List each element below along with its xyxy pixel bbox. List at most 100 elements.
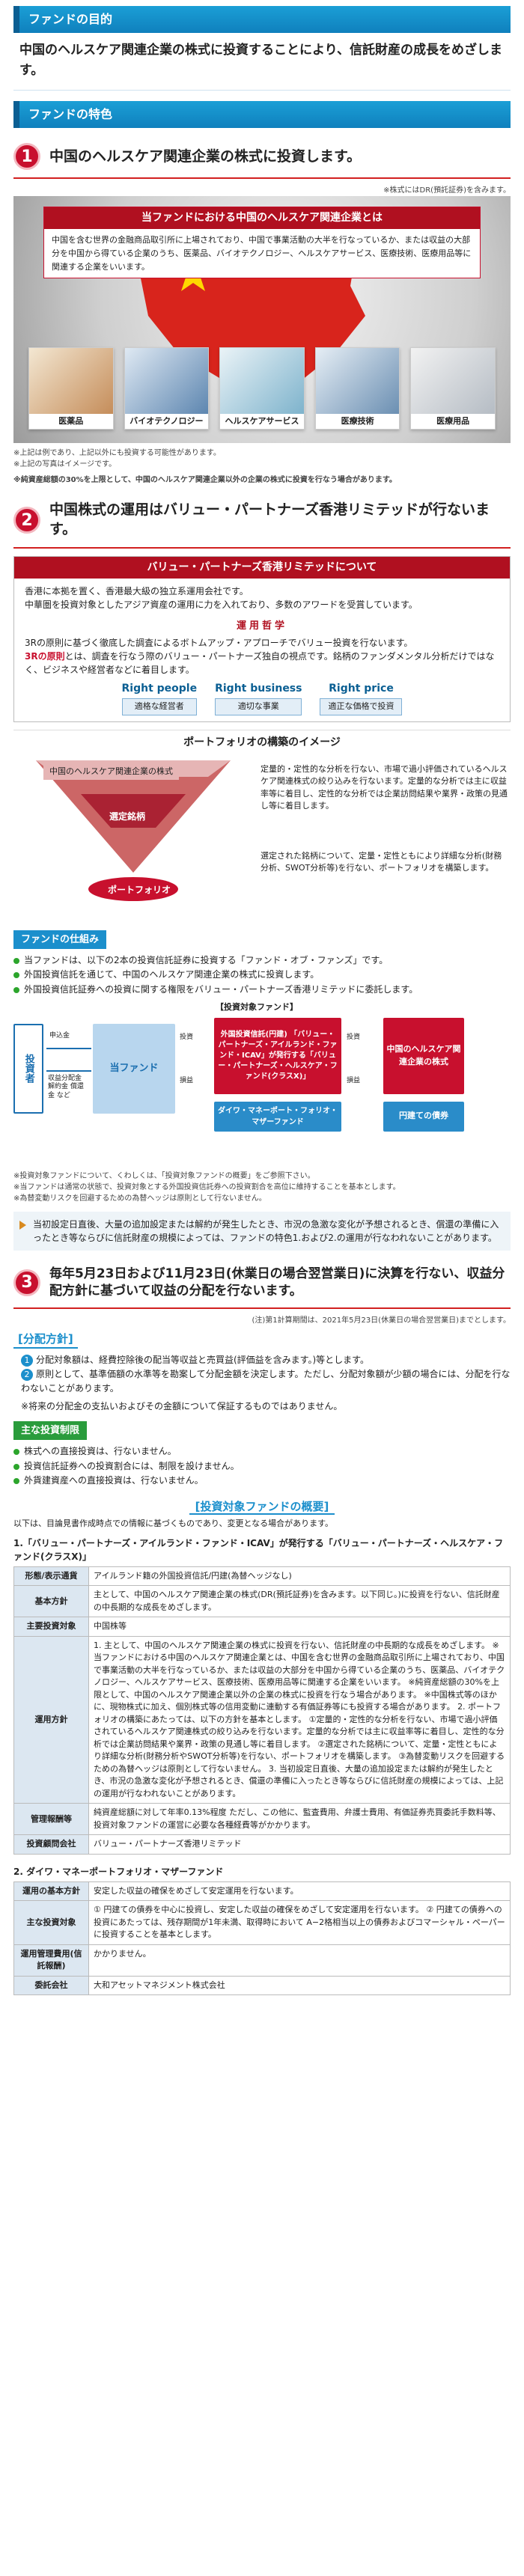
philosophy-text: 3Rの原則に基づく徹底した調査によるボトムアップ・アプローチでバリュー投資を行な…	[25, 638, 413, 649]
row-key: 運用管理費用(信託報酬)	[13, 1944, 89, 1977]
row-value: ① 円建ての債券を中心に投資し、安定した収益の確保をめざして安定運用を行ないます…	[88, 1900, 511, 1945]
purpose-heading: ファンドの目的	[13, 6, 511, 33]
purpose-text: 中国のヘルスケア関連企業の株式に投資することにより、信託財産の成長をめざします。	[13, 33, 511, 91]
funnel-triangle	[36, 760, 231, 901]
overview-intro: 以下は、目論見書作成時点での情報に基づくものであり、変更となる場合があります。	[13, 1519, 334, 1529]
gain-label: 損益	[347, 1076, 361, 1084]
funnel-mid-label: 選定銘柄	[109, 811, 146, 822]
point1-title: 中国のヘルスケア関連企業の株式に投資します。	[49, 147, 362, 165]
funnel-bottom-label: ポートフォリオ	[108, 884, 171, 895]
philosophy-label: 運用哲学	[236, 620, 287, 632]
mech-note: ※投資対象ファンドについて、くわしくは、「投資対象ファンドの概要」をご参照下さい…	[13, 1171, 315, 1180]
point3-header: 3 毎年5月23日および11月23日(休業日の場合翌営業日)に決算を行ない、収益…	[13, 1261, 511, 1309]
healthcare-definition-title: 当ファンドにおける中国のヘルスケア関連企業とは	[44, 207, 480, 230]
row-value: 中国株等	[88, 1617, 511, 1637]
row-key: 管理報酬等	[13, 1803, 89, 1836]
row-key: 主要投資対象	[13, 1617, 89, 1637]
row-key: 投資顧問会社	[13, 1834, 89, 1855]
limits-heading: 主な投資制限	[13, 1420, 88, 1441]
row-value: かかりません。	[88, 1944, 511, 1977]
row-value: 純資産総額に対して年率0.13%程度 ただし、この他に、監査費用、弁護士費用、有…	[88, 1803, 511, 1836]
portfolio-title: ポートフォリオの構築のイメージ	[183, 736, 341, 748]
point3-number: 3	[13, 1269, 40, 1296]
healthcare-definition-box: 当ファンドにおける中国のヘルスケア関連企業とは 中国を含む世界の金融商品取引所に…	[43, 207, 481, 279]
row-value: 1. 主として、中国のヘルスケア関連企業の株式に投資を行ない、信託財産の中長期的…	[88, 1635, 511, 1804]
healthcare-definition-text: 中国を含む世界の金融商品取引所に上場されており、中国で事業活動の大半を行なってい…	[52, 235, 472, 272]
vp-bullet: 香港に本拠を置く、香港最大級の独立系運用会社です。	[25, 585, 249, 596]
fund-a-box: 外国投資信託(円建) 「バリュー・パートナーズ・アイルランド・ファンド・ICAV…	[214, 1017, 341, 1094]
row-value: 大和アセットマネジメント株式会社	[88, 1975, 511, 1996]
point1-number: 1	[13, 143, 40, 171]
table-row: 委託会社大和アセットマネジメント株式会社	[13, 1975, 511, 1996]
mechanism-list: 当ファンドは、以下の2本の投資信託証券に投資する「ファンド・オブ・ファンズ」です…	[13, 953, 511, 997]
invest-label: 投資	[180, 1033, 194, 1041]
mechanism-heading: ファンドの仕組み	[13, 930, 107, 950]
table-row: 基本方針主として、中国のヘルスケア関連企業の株式(DR(預託証券)を含みます。以…	[13, 1585, 511, 1618]
portfolio-note-bottom: 選定された銘柄について、定量・定性ともにより詳細な分析(財務分析、SWOT分析等…	[261, 850, 502, 873]
row-key: 基本方針	[13, 1585, 89, 1618]
invest-label: 投資	[347, 1033, 361, 1041]
row-key: 形態/表示通貨	[13, 1566, 89, 1587]
value-partners-box: バリュー・パートナーズ香港リミテッドについて 香港に本拠を置く、香港最大級の独立…	[13, 555, 511, 722]
policy-heading: [分配方針]	[13, 1331, 78, 1349]
caution-box: 当初設定日直後、大量の追加設定または解約が発生したとき、市況の急激な変化が予想さ…	[13, 1211, 511, 1251]
row-value: 安定した収益の確保をめざして安定運用を行ないます。	[88, 1881, 511, 1902]
row-value: バリュー・パートナーズ香港リミテッド	[88, 1834, 511, 1855]
row-value: アイルランド籍の外国投資信託/円建(為替ヘッジなし)	[88, 1566, 511, 1587]
fund1-table: 形態/表示通貨アイルランド籍の外国投資信託/円建(為替ヘッジなし)基本方針主とし…	[13, 1566, 511, 1855]
portfolio-construction: ポートフォリオの構築のイメージ 中国のヘルスケア関連企業の株式 選定銘柄 ポート…	[13, 729, 511, 924]
gain-label: 損益	[180, 1076, 194, 1084]
table-row: 主要投資対象中国株等	[13, 1617, 511, 1637]
point3-note: (注)第1計算期間は、2021年5月23日(休業日の場合翌営業日)までとします。	[252, 1316, 511, 1325]
row-key: 委託会社	[13, 1975, 89, 1996]
sector-card: 医薬品	[28, 347, 114, 430]
mech-note: ※当ファンドは通常の状態で、投資対象とする外国投資信託券への投資割合を高位に維持…	[13, 1182, 400, 1191]
china-map-illustration: 当ファンドにおける中国のヘルスケア関連企業とは 中国を含む世界の金融商品取引所に…	[13, 196, 511, 444]
point2-number: 2	[13, 507, 40, 534]
fund1-title: 1.「バリュー・パートナーズ・アイルランド・ファンド・ICAV」が発行する「バリ…	[13, 1537, 504, 1562]
this-fund-box: 当ファンド	[93, 1023, 175, 1114]
vp-bullet: 中華圏を投資対象としたアジア資産の運用に力を入れており、多数のアワードを受賞して…	[25, 599, 418, 610]
three-r-label: 3Rの原則	[25, 651, 65, 662]
row-key: 主な投資対象	[13, 1900, 89, 1945]
sector-card: 医療技術	[314, 347, 400, 430]
table-row: 運用管理費用(信託報酬)かかりません。	[13, 1944, 511, 1977]
policy-note: ※将来の分配金の支払いおよびその金額について保証するものではありません。	[21, 1400, 343, 1411]
three-r-text: とは、調査を行なう際のバリュー・パートナーズ独自の視点です。銘柄のファンダメンタ…	[25, 651, 495, 676]
sector-card: バイオテクノロジー	[124, 347, 210, 430]
fund2-title: 2. ダイワ・マネーポートフォリオ・マザーファンド	[13, 1866, 224, 1877]
limits-list: 株式への直接投資は、行ないません。 投資信託証券への投資割合には、制限を設けませ…	[13, 1444, 511, 1488]
fund-structure-diagram: 【投資対象ファンド】 投資者 申込金 収益分配金 解約金 償還金 など 当ファン…	[13, 1001, 511, 1166]
flow-out-label: 収益分配金 解約金 償還金 など	[48, 1074, 84, 1100]
point1-bottom-note: ※純資産総額の30%を上限として、中国のヘルスケア関連企業以外の企業の株式に投資…	[13, 476, 397, 485]
row-value: 主として、中国のヘルスケア関連企業の株式(DR(預託証券)を含みます。以下同じ。…	[88, 1585, 511, 1618]
sector-card: ヘルスケアサービス	[219, 347, 305, 430]
investor-box: 投資者	[13, 1023, 43, 1114]
row-key: 運用の基本方針	[13, 1881, 89, 1902]
target-a-box: 中国のヘルスケア関連企業の株式	[383, 1017, 464, 1094]
table-row: 形態/表示通貨アイルランド籍の外国投資信託/円建(為替ヘッジなし)	[13, 1566, 511, 1587]
value-partners-title: バリュー・パートナーズ香港リミテッドについて	[14, 556, 510, 579]
point1-dr-note: ※株式にはDR(預託証券)を含みます。	[383, 186, 511, 195]
point1-header: 1 中国のヘルスケア関連企業の株式に投資します。	[13, 138, 511, 180]
flow-in-label: 申込金	[49, 1031, 70, 1040]
overview-heading: [投資対象ファンドの概要]	[13, 1498, 511, 1516]
funnel-top-label: 中国のヘルスケア関連企業の株式	[43, 763, 179, 781]
table-row: 管理報酬等純資産総額に対して年率0.13%程度 ただし、この他に、監査費用、弁護…	[13, 1803, 511, 1836]
row-key: 運用方針	[13, 1635, 89, 1804]
point3-title: 毎年5月23日および11月23日(休業日の場合翌営業日)に決算を行ない、収益分配…	[49, 1266, 505, 1298]
fund-b-box: ダイワ・マネーポート・フォリオ・マザーファンド	[214, 1101, 341, 1132]
table-row: 運用の基本方針安定した収益の確保をめざして安定運用を行ないます。	[13, 1881, 511, 1902]
point1-note: ※上記は例であり、上記以外にも投資する可能性があります。	[13, 449, 221, 458]
features-heading: ファンドの特色	[13, 101, 511, 129]
target-b-box: 円建ての債券	[383, 1101, 464, 1132]
point2-title: 中国株式の運用はバリュー・パートナーズ香港リミテッドが行ないます。	[49, 501, 490, 538]
